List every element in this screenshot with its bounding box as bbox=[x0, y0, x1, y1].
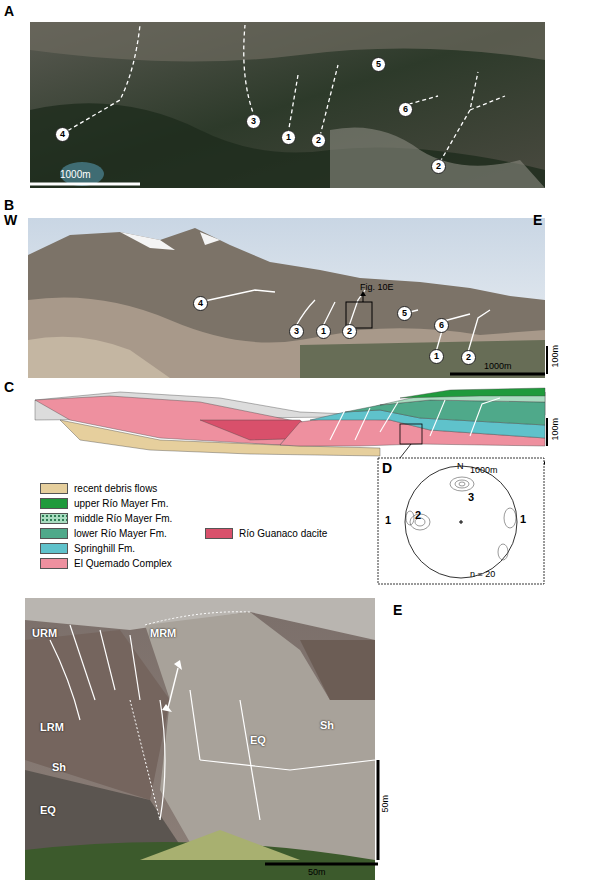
callout-number: 5 bbox=[371, 57, 386, 72]
legend-text: Springhill Fm. bbox=[74, 543, 135, 554]
cluster-number: 3 bbox=[468, 492, 474, 503]
callout-number: 1 bbox=[281, 130, 296, 145]
legend-text: middle Río Mayer Fm. bbox=[74, 513, 172, 524]
callout-number: 3 bbox=[289, 324, 304, 339]
legend-swatch bbox=[40, 513, 68, 524]
unit-label: EQ bbox=[40, 805, 56, 816]
legend-swatch bbox=[40, 528, 68, 539]
annotation: Fig. 10E bbox=[360, 283, 394, 292]
callout-number: 6 bbox=[398, 102, 413, 117]
legend-swatch bbox=[40, 498, 68, 509]
scale-label: 100m bbox=[551, 345, 560, 368]
annotation: N bbox=[457, 462, 464, 471]
unit-label: MRM bbox=[150, 628, 176, 639]
annotation: 1000m bbox=[470, 466, 498, 475]
unit-label: Sh bbox=[320, 720, 334, 731]
unit-label: LRM bbox=[40, 722, 64, 733]
callout-number: 2 bbox=[461, 350, 476, 365]
panel-letter: A bbox=[4, 4, 14, 18]
legend-row: middle Río Mayer Fm. bbox=[40, 513, 172, 524]
legend-row: upper Río Mayer Fm. bbox=[40, 498, 168, 509]
scale-label: 100m bbox=[551, 418, 560, 441]
legend-text: Río Guanaco dacite bbox=[239, 528, 327, 539]
scale-label: 50m bbox=[381, 795, 390, 813]
callout-number: 3 bbox=[246, 114, 261, 129]
legend-text: El Quemado Complex bbox=[74, 558, 172, 569]
outcrop-photo bbox=[25, 598, 378, 880]
legend-row: Springhill Fm. bbox=[40, 543, 135, 554]
legend-row: Río Guanaco dacite bbox=[205, 528, 327, 539]
legend-row: lower Río Mayer Fm. bbox=[40, 528, 167, 539]
annotation: 50m bbox=[308, 868, 326, 877]
stereonet bbox=[378, 458, 544, 584]
callout-number: 5 bbox=[397, 306, 412, 321]
panel-letter: W bbox=[4, 213, 17, 227]
panorama-photo bbox=[28, 218, 547, 378]
panel-letter: C bbox=[4, 380, 14, 394]
callout-number: 6 bbox=[434, 318, 449, 333]
scale-label: 1000m bbox=[60, 170, 91, 180]
annotation: n = 20 bbox=[470, 570, 495, 579]
legend-text: upper Río Mayer Fm. bbox=[74, 498, 168, 509]
legend-swatch bbox=[40, 543, 68, 554]
cluster-number: 1 bbox=[520, 514, 526, 525]
panel-letter: E bbox=[533, 213, 542, 227]
panel-letter: D bbox=[382, 461, 392, 475]
cluster-number: 1 bbox=[385, 515, 391, 526]
panel-letter: B bbox=[4, 198, 14, 212]
legend-swatch bbox=[205, 528, 233, 539]
callout-number: 2 bbox=[431, 159, 446, 174]
callout-number: 2 bbox=[311, 133, 326, 148]
annotation: 1000m bbox=[484, 362, 512, 371]
unit-label: Sh bbox=[52, 762, 66, 773]
unit-label: EQ bbox=[250, 735, 266, 746]
cluster-number: 2 bbox=[415, 510, 421, 521]
legend-row: recent debris flows bbox=[40, 483, 157, 494]
legend-row: El Quemado Complex bbox=[40, 558, 172, 569]
callout-number: 2 bbox=[342, 324, 357, 339]
panel-letter: E bbox=[393, 603, 402, 617]
legend-swatch bbox=[40, 483, 68, 494]
legend-text: recent debris flows bbox=[74, 483, 157, 494]
legend-text: lower Río Mayer Fm. bbox=[74, 528, 167, 539]
callout-number: 1 bbox=[429, 349, 444, 364]
aerial-image bbox=[30, 22, 545, 188]
callout-number: 4 bbox=[193, 296, 208, 311]
unit-label: URM bbox=[32, 628, 57, 639]
callout-number: 1 bbox=[316, 324, 331, 339]
legend-swatch bbox=[40, 558, 68, 569]
cross-section bbox=[35, 388, 547, 463]
callout-number: 4 bbox=[55, 127, 70, 142]
